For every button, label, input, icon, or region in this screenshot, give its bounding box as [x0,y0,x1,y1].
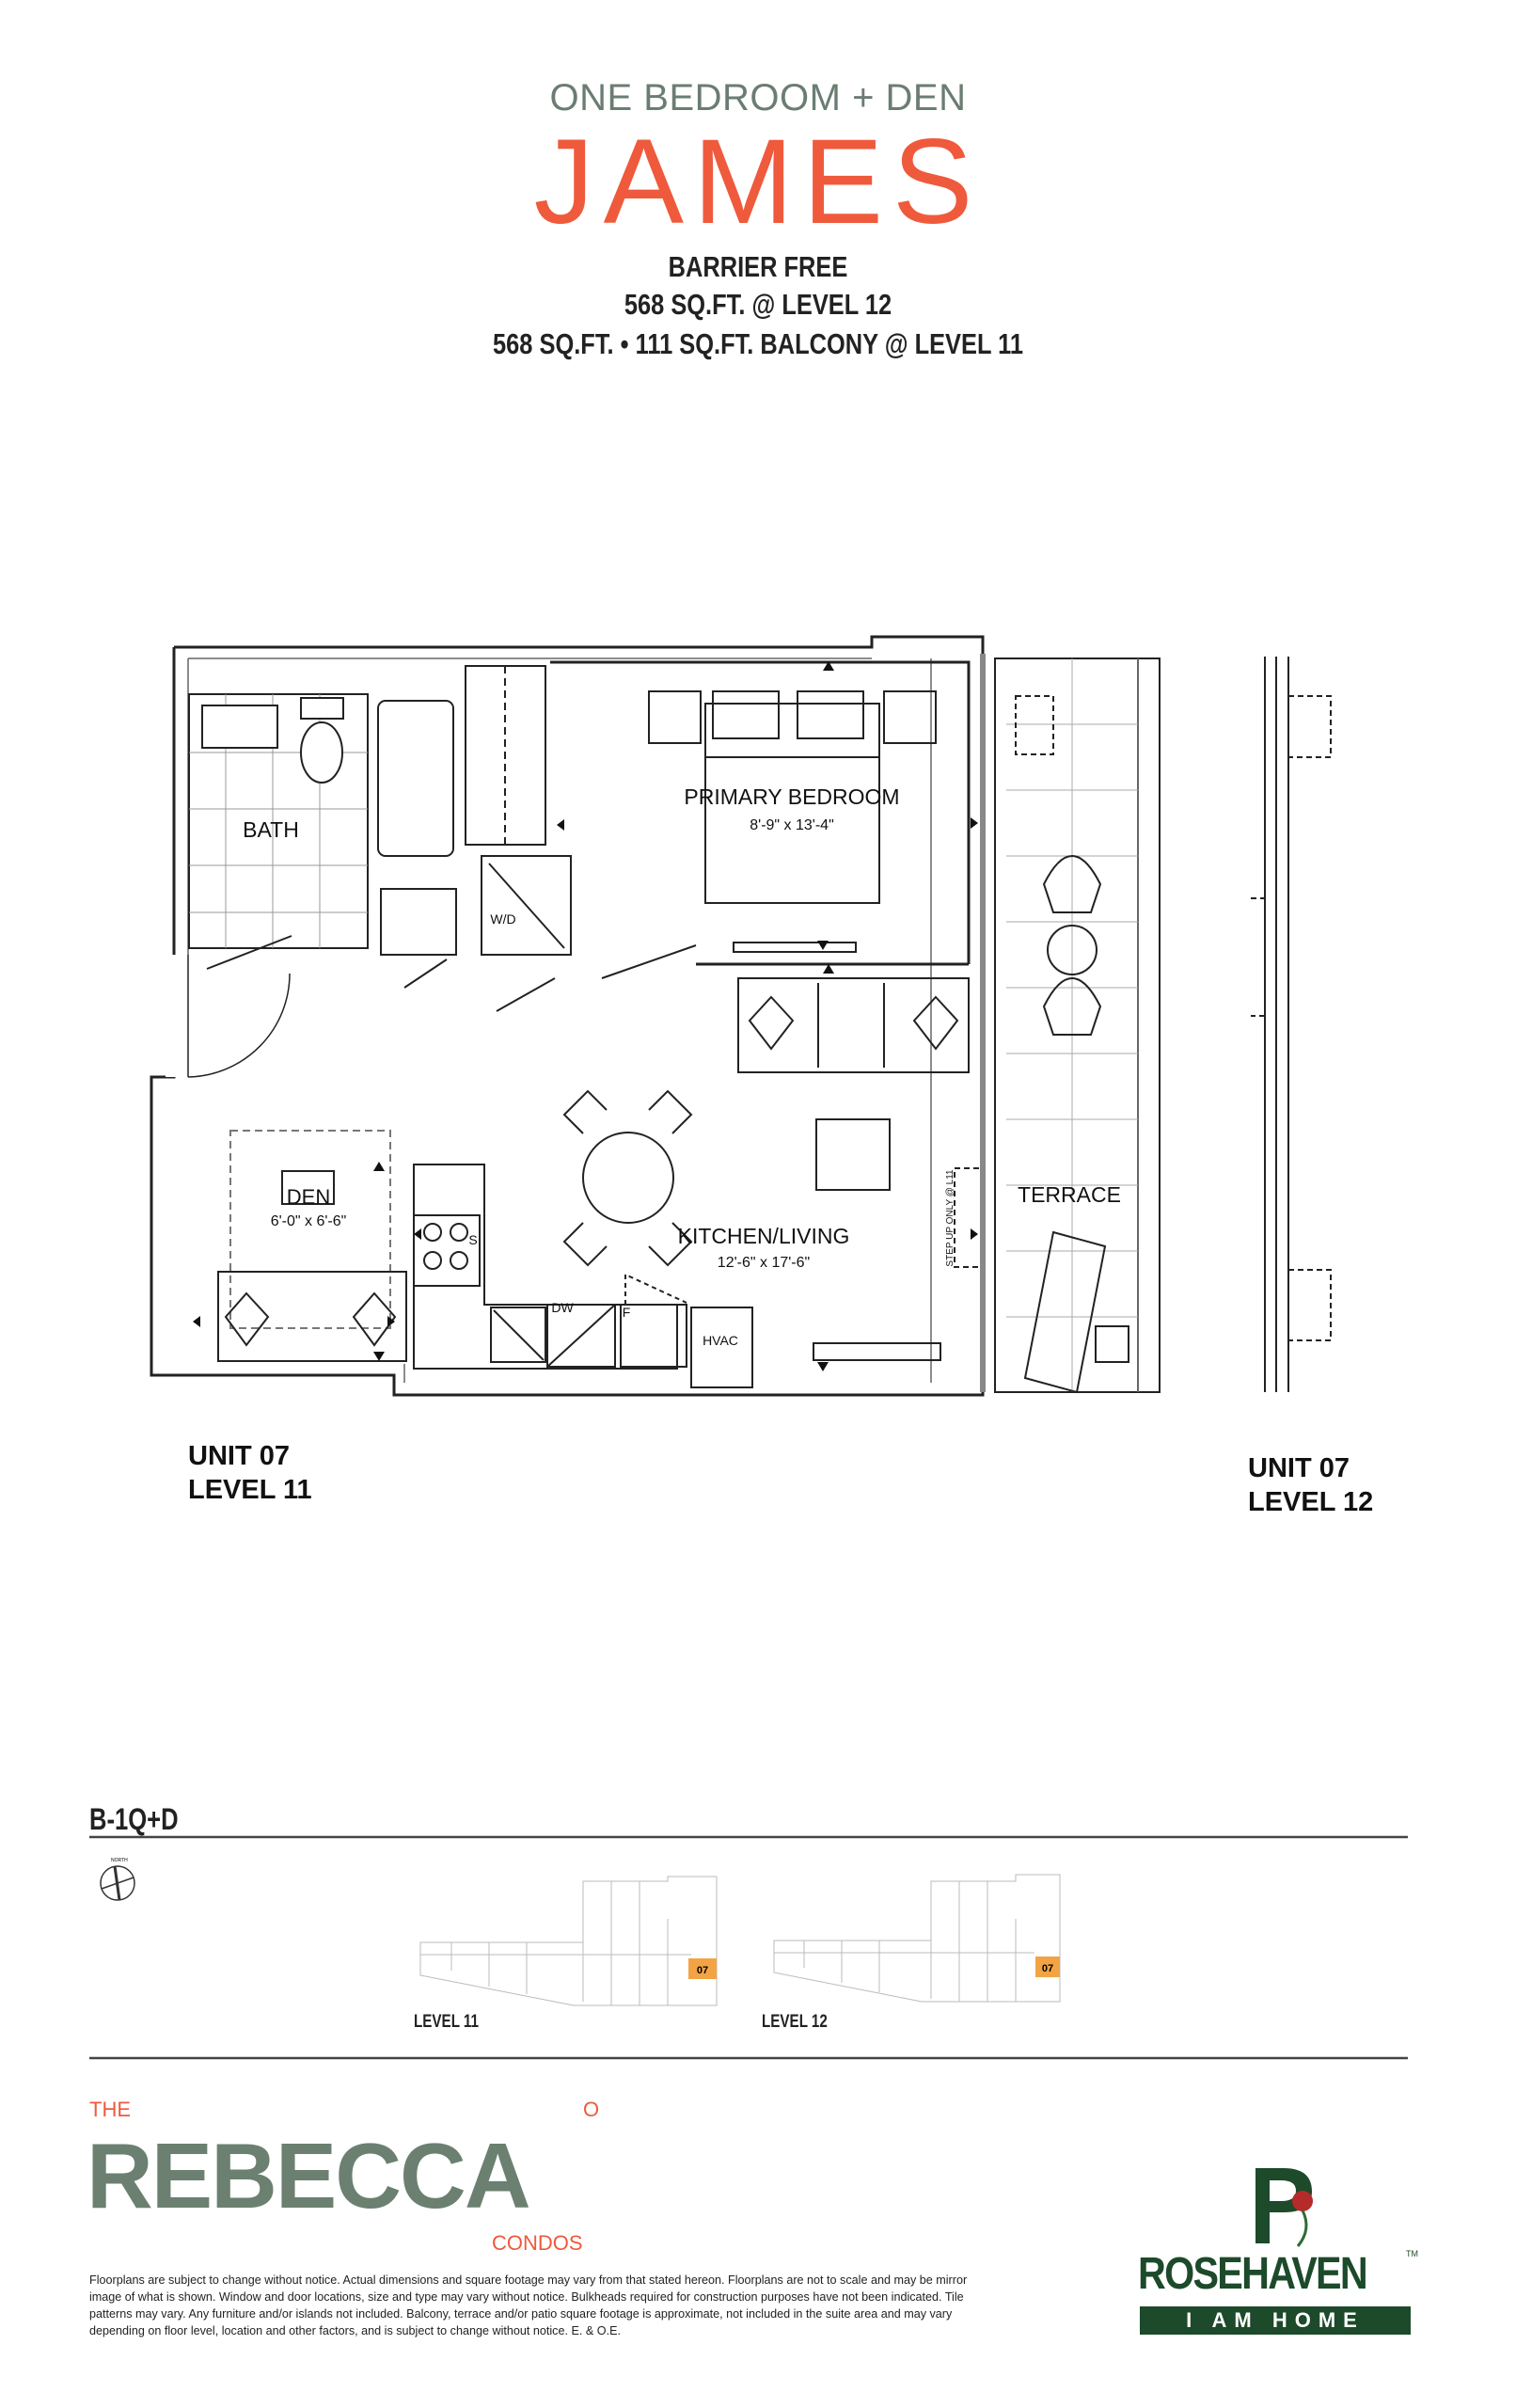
room-label-bath: BATH [243,817,299,842]
inner-wall-line [187,657,932,1383]
unit-type: ONE BEDROOM + DEN [549,77,967,119]
den-sofa [217,1271,407,1362]
hvac-unit [690,1307,753,1388]
keyplan-level-11 [419,1876,718,2006]
legal-disclaimer: Floorplans are subject to change without… [89,2273,968,2337]
area-level-12: 568 SQ.FT. @ LEVEL 12 [624,288,892,321]
room-label-terrace: TERRACE [1018,1182,1121,1207]
room-label-bedroom: PRIMARY BEDROOM [684,784,899,809]
bathtub [377,700,454,857]
room-label-wd: W/D [490,911,515,927]
keyplan-unit-highlight-11 [688,1958,717,1979]
north-compass [100,1865,135,1901]
room-dims-den: 6'-0" x 6'-6" [271,1213,347,1229]
keyplan-unit-tag-12: 07 [1042,1963,1053,1974]
terrace-area [994,657,1161,1393]
label-stove: S [468,1232,477,1247]
bed [704,703,880,904]
unit-level: LEVEL 11 [188,1475,312,1505]
label-step-up: STEP UP ONLY @ L11 [945,1169,955,1267]
fridge [620,1304,687,1368]
room-label-den: DEN [287,1185,330,1209]
nightstand-left [648,690,702,744]
unit-number: UNIT 07 [188,1441,290,1471]
dishwasher [546,1304,616,1368]
keyplan-level-12 [773,1874,1061,2003]
media-unit [813,1342,941,1361]
unit-name: JAMES [533,115,983,249]
den-area [229,1130,391,1329]
dining-table [582,1132,674,1224]
sink [490,1307,546,1363]
label-dw: DW [551,1300,574,1315]
brand-condos: CONDOS [492,2231,583,2255]
step-up-area [954,1167,984,1268]
cooktop [413,1214,481,1287]
wd-door [496,944,697,1012]
rosehaven-logo-mark [1255,2168,1313,2247]
room-dims-kitchen: 12'-6" x 17'-6" [718,1255,810,1271]
unit-label-level-11: UNIT 07 LEVEL 11 [188,1439,312,1507]
developer-logo-text: ROSEHAVEN [1138,2249,1368,2299]
terrace-table [1047,925,1098,975]
suite-code: B-1Q+D [89,1802,179,1836]
vanity [201,705,278,749]
room-dims-bedroom: 8'-9" x 13'-4" [750,817,834,833]
keyplan-unit-highlight-12 [1035,1956,1060,1977]
nightstand-right [883,690,937,744]
brand-logo-rebecca: REBECCA [87,2124,531,2227]
ottoman [815,1118,891,1191]
north-label: NORTH [111,1858,128,1863]
bedroom-wall [550,660,971,966]
bath-room [188,693,369,949]
keyplan-label-level-11: LEVEL 11 [414,2012,480,2032]
label-fridge: F [623,1305,631,1320]
room-label-kitchen: KITCHEN/LIVING [678,1224,850,1248]
unit-label-level-12: UNIT 07 LEVEL 12 [1248,1451,1373,1519]
developer-tagline: I AM HOME [1140,2306,1411,2335]
brand-o: O [583,2098,600,2121]
outer-wall [150,635,985,1397]
toilet-bowl [300,721,343,784]
toilet-tank [300,697,344,720]
bedroom-bulkhead [733,942,857,953]
linen-closet [380,888,457,956]
trademark: TM [1406,2249,1418,2258]
sofa [737,977,970,1073]
level-12-wall [1264,657,1289,1392]
accessibility-label: BARRIER FREE [668,250,848,283]
unit-number: UNIT 07 [1248,1453,1350,1483]
brand-the: THE [89,2098,131,2121]
unit-level: LEVEL 12 [1248,1487,1374,1517]
lounge-chair [1023,1230,1107,1394]
washer-dryer [481,855,572,956]
entry-door-swing [187,955,291,1078]
keyplan-unit-tag-11: 07 [697,1965,708,1976]
area-level-11: 568 SQ.FT. • 111 SQ.FT. BALCONY @ LEVEL … [493,327,1023,360]
label-hvac: HVAC [703,1333,738,1348]
keyplan-label-level-12: LEVEL 12 [762,2012,828,2032]
